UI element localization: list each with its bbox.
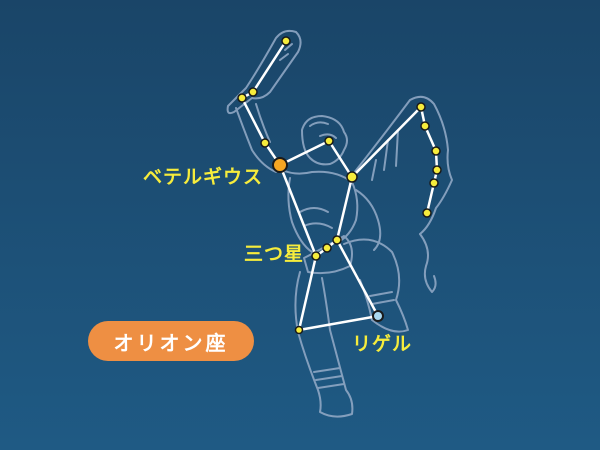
star-hand-2 (237, 93, 247, 103)
betelgeuse-label: ベテルギウス (143, 166, 264, 188)
star-alnilam (322, 243, 332, 253)
star-shield-3 (431, 146, 441, 156)
star-shield-1 (416, 102, 426, 112)
star-head (324, 136, 334, 146)
star-rigel (372, 310, 384, 322)
star-bellatrix (346, 171, 358, 183)
star-hand-1 (248, 87, 258, 97)
star-arm (260, 138, 270, 148)
star-shield-5 (429, 178, 439, 188)
star-shield-2 (420, 121, 430, 131)
star-saiph (294, 325, 304, 335)
star-mintaka (332, 235, 342, 245)
rigel-label: リゲル (352, 333, 413, 355)
star-shield-6 (422, 208, 432, 218)
star-shield-4 (432, 165, 442, 175)
star-betelgeuse (272, 157, 288, 173)
star-alnitak (311, 251, 321, 261)
constellation-title: オリオン座 (113, 330, 229, 355)
belt-stars-label: 三つ星 (244, 243, 305, 265)
constellation-title-badge: オリオン座 (88, 321, 254, 361)
star-club-tip (281, 36, 291, 46)
